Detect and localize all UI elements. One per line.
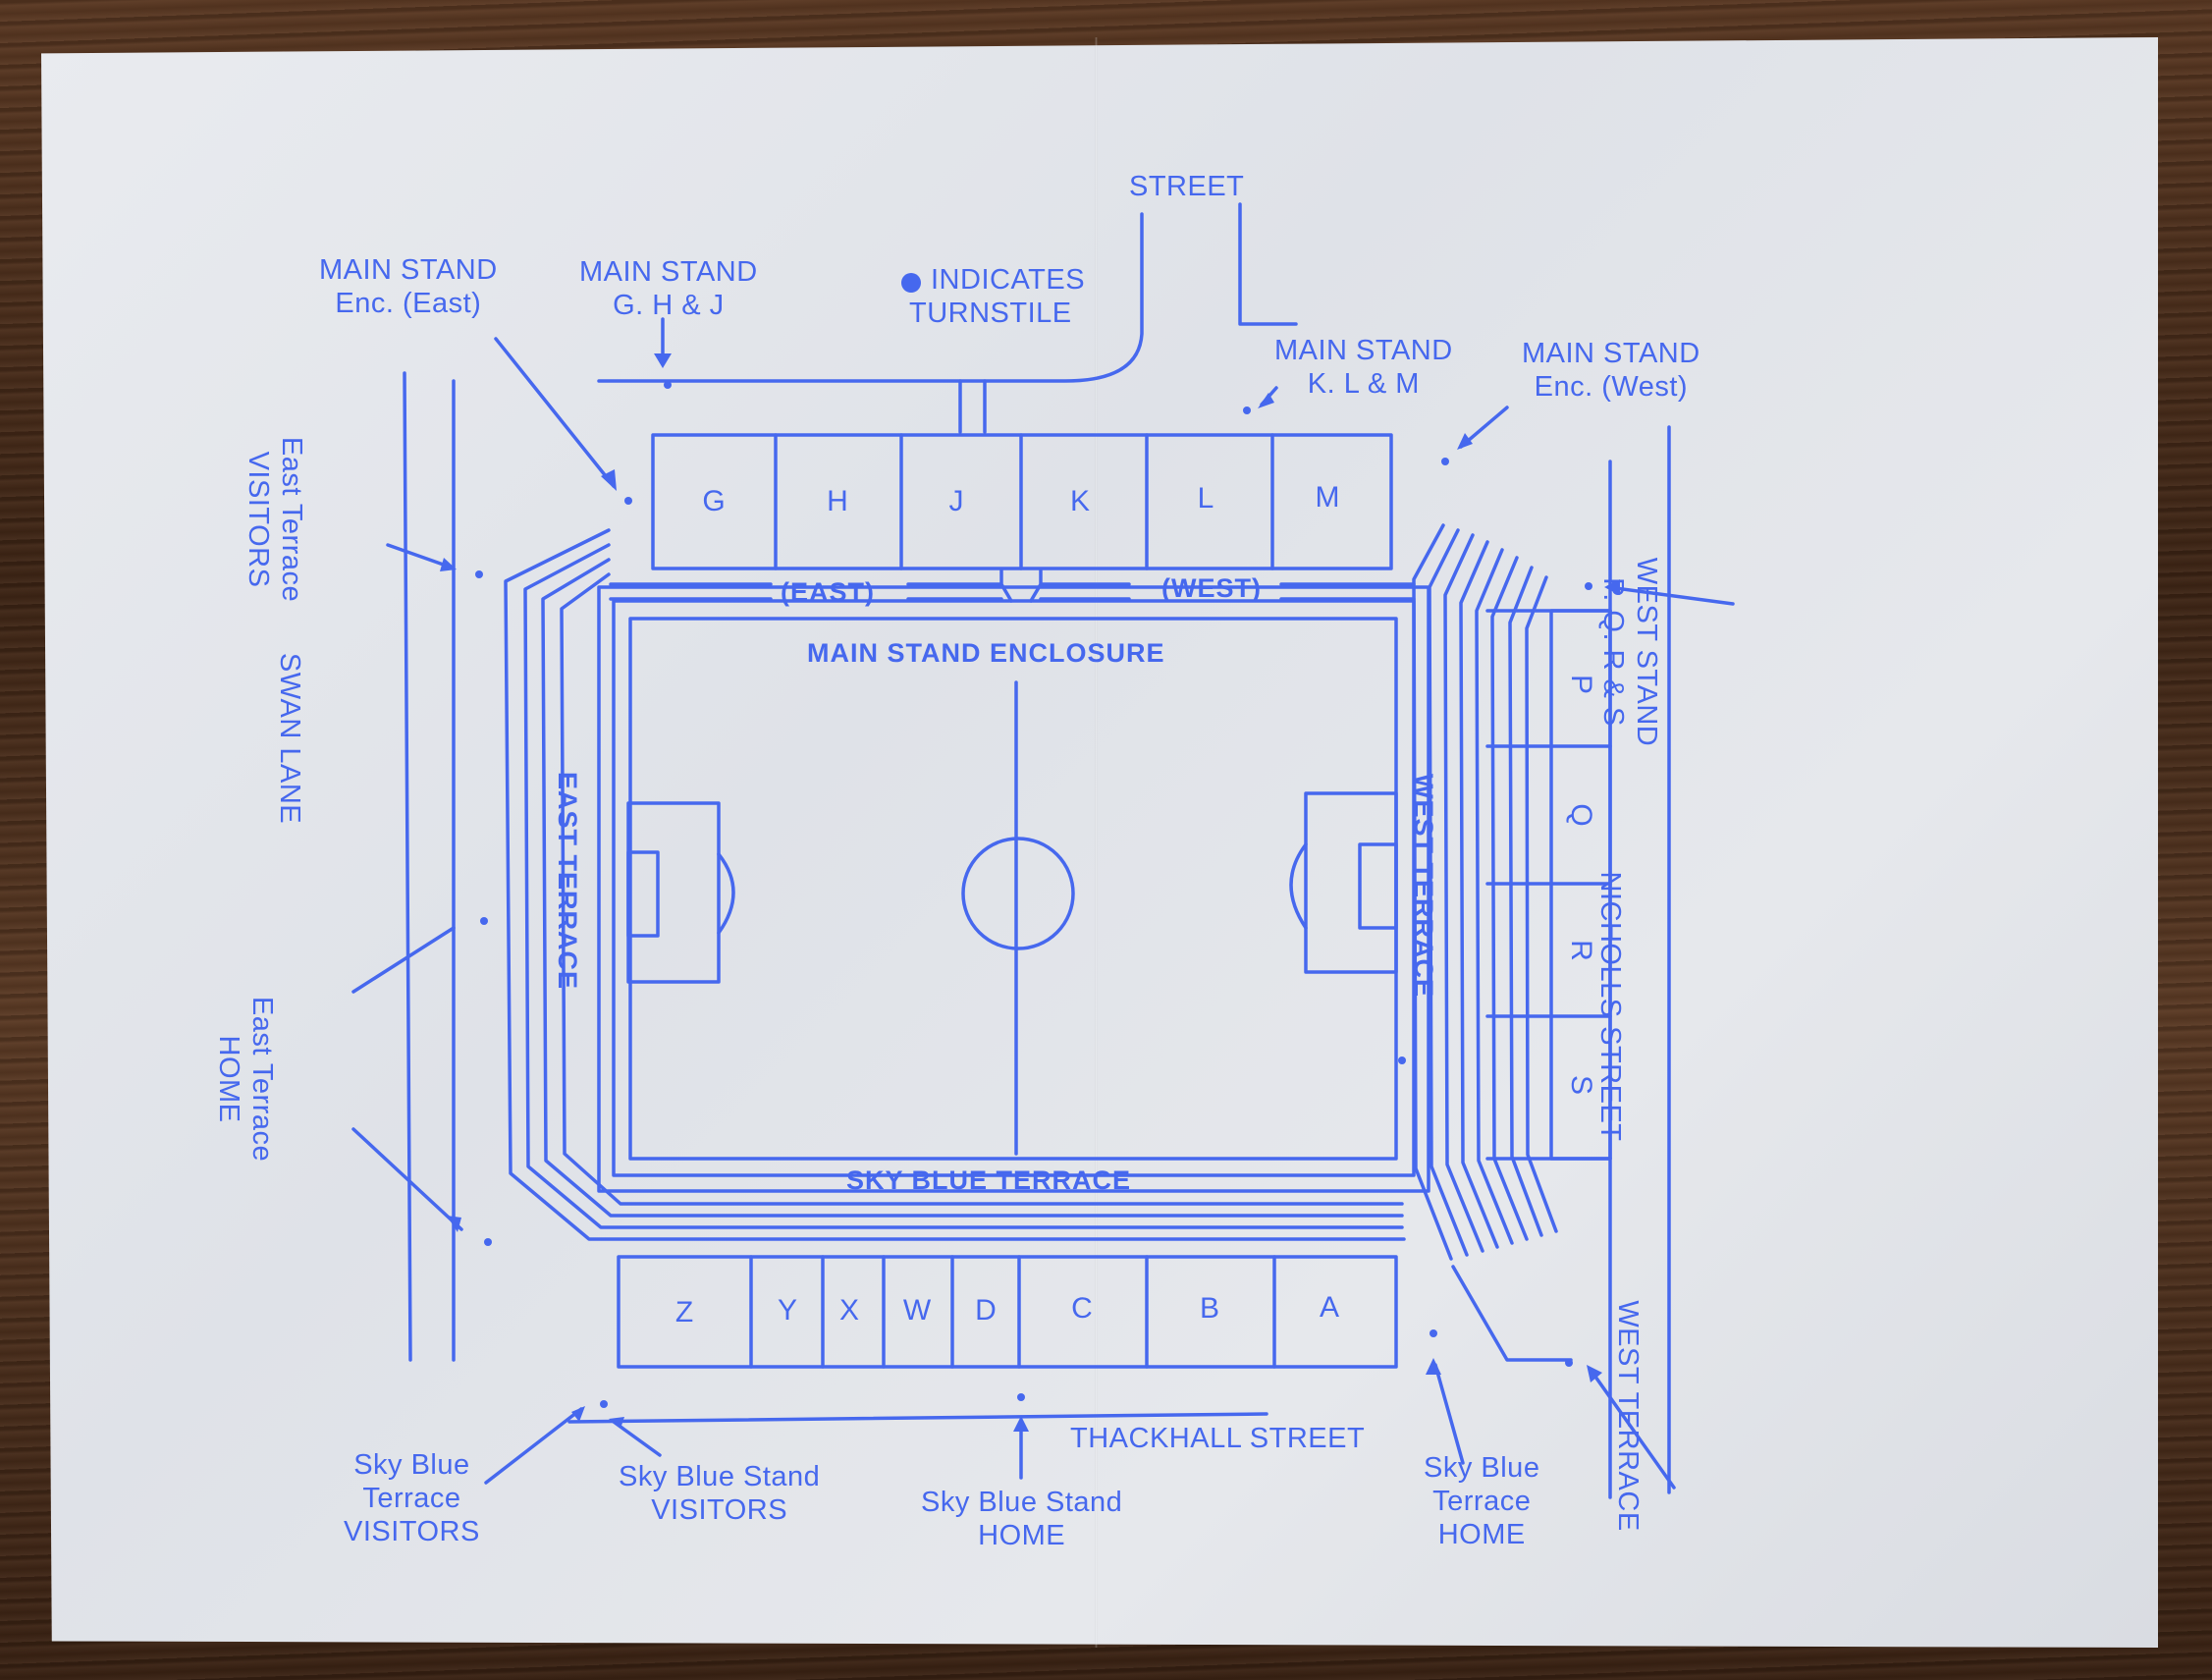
label-line: Sky Blue <box>1424 1451 1539 1485</box>
label-line: MAIN STAND <box>1274 334 1453 367</box>
section-m: M <box>1298 483 1357 513</box>
label-line: P. Q. R & S <box>1596 544 1630 760</box>
label-line: HOME <box>1424 1518 1539 1551</box>
main-gate <box>960 381 985 432</box>
sky-blue-terrace-visitors-label: Sky Blue Terrace VISITORS <box>344 1448 480 1548</box>
east-terrace-label: EAST TERRACE <box>551 753 584 1008</box>
label-line: Sky Blue Stand <box>921 1486 1122 1519</box>
turnstile-legend-label: INDICATES TURNSTILE <box>909 263 1085 330</box>
section-b: B <box>1180 1294 1239 1324</box>
section-h: H <box>808 487 867 516</box>
west-terrace-outer-label: WEST TERRACE <box>1611 1298 1645 1534</box>
west-enclosure-label: (WEST) <box>1161 571 1262 605</box>
section-q: Q <box>1566 786 1595 844</box>
label-line: VISITORS <box>619 1493 820 1527</box>
east-penalty-area <box>628 803 719 982</box>
main-stand-enclosure-label: MAIN STAND ENCLOSURE <box>807 636 1165 670</box>
label-line: East Terrace <box>245 991 279 1167</box>
pointer-sky-terrace-home <box>1435 1365 1463 1463</box>
section-k: K <box>1051 487 1109 516</box>
label-line: Terrace <box>1424 1485 1539 1518</box>
west-penalty-area <box>1306 793 1396 972</box>
centre-circle <box>963 839 1073 948</box>
pitch <box>630 619 1396 1159</box>
nicholls-street-label: NICHOLLS STREET <box>1593 859 1627 1154</box>
section-c: C <box>1052 1294 1111 1324</box>
turnstile-legend-line1: INDICATES <box>909 263 1085 297</box>
section-d: D <box>956 1296 1015 1326</box>
main-stand-enclosure-lines <box>611 569 1414 601</box>
section-x: X <box>820 1296 879 1326</box>
label-line: HOME <box>212 991 245 1167</box>
label-line: Sky Blue Stand <box>619 1460 820 1493</box>
label-line: Terrace <box>344 1482 480 1515</box>
label-line: Enc. (West) <box>1522 370 1700 404</box>
main-stand-enc-east-label: MAIN STAND Enc. (East) <box>319 253 498 320</box>
thackhall-street-label: THACKHALL STREET <box>1070 1422 1365 1455</box>
label-line: K. L & M <box>1274 367 1453 401</box>
section-z: Z <box>655 1298 714 1328</box>
swan-lane-label: SWAN LANE <box>273 640 306 837</box>
pointer-sky-terrace-visitors <box>486 1409 581 1483</box>
east-terrace-visitors-label: East Terrace VISITORS <box>242 431 308 608</box>
section-p: P <box>1566 655 1595 714</box>
sky-blue-terrace-label: SKY BLUE TERRACE <box>846 1164 1131 1197</box>
street-top-label: STREET <box>1129 170 1244 203</box>
swan-lane-outer-line <box>405 373 410 1360</box>
section-w: W <box>888 1296 946 1326</box>
label-line: Enc. (East) <box>319 287 498 320</box>
label-line: MAIN STAND <box>1522 337 1700 370</box>
main-stand-enc-west-label: MAIN STAND Enc. (West) <box>1522 337 1700 404</box>
main-stand-klm-label: MAIN STAND K. L & M <box>1274 334 1453 401</box>
sky-blue-terrace-home-label: Sky Blue Terrace HOME <box>1424 1451 1539 1551</box>
east-terrace-home-label: East Terrace HOME <box>212 991 279 1167</box>
section-a: A <box>1300 1293 1359 1323</box>
sky-blue-stand-home-label: Sky Blue Stand HOME <box>921 1486 1122 1552</box>
label-line: HOME <box>921 1519 1122 1552</box>
label-line: VISITORS <box>344 1515 480 1548</box>
section-r: R <box>1566 921 1595 980</box>
label-line: Sky Blue <box>344 1448 480 1482</box>
street-top-right-line <box>1240 204 1296 324</box>
west-terrace-label: WEST TERRACE <box>1407 758 1440 1013</box>
thackhall-street-line <box>569 1414 1267 1422</box>
section-g: G <box>684 487 743 516</box>
label-line: East Terrace <box>275 431 308 608</box>
label-line: G. H & J <box>579 289 758 322</box>
east-enclosure-label: (EAST) <box>781 575 875 609</box>
pointer-enc-east <box>496 339 614 486</box>
label-line: MAIN STAND <box>319 253 498 287</box>
label-line: VISITORS <box>242 431 275 608</box>
section-j: J <box>927 487 986 516</box>
sky-blue-stand-visitors-label: Sky Blue Stand VISITORS <box>619 1460 820 1527</box>
turnstile-legend-line2: TURNSTILE <box>909 297 1085 330</box>
main-stand-ghj-label: MAIN STAND G. H & J <box>579 255 758 322</box>
label-line: WEST STAND <box>1630 544 1663 760</box>
west-stand-pqrs-label: WEST STAND P. Q. R & S <box>1596 544 1663 760</box>
section-l: L <box>1176 484 1235 514</box>
section-y: Y <box>758 1296 817 1326</box>
pointer-east-terrace-home-up <box>353 928 454 992</box>
label-line: MAIN STAND <box>579 255 758 289</box>
section-s: S <box>1566 1056 1595 1114</box>
